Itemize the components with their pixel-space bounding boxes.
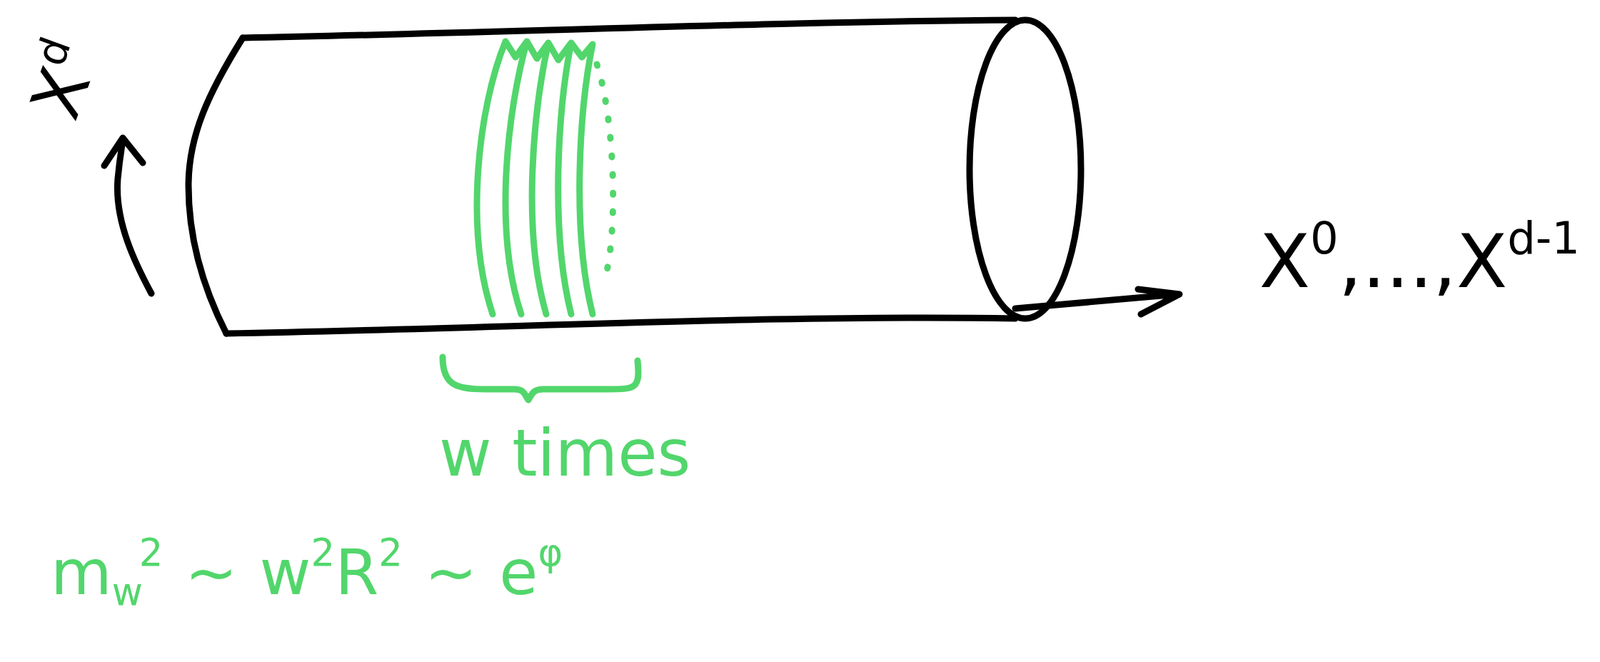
label-text: ~ <box>424 535 478 610</box>
label-text: R <box>334 535 379 610</box>
label-text: m <box>50 535 113 610</box>
label-text: w <box>259 535 312 610</box>
label-text: d-1 <box>1507 212 1581 265</box>
winding-mass-formula: mw2~w2R2~eφ <box>50 531 563 613</box>
label-text: ,..., <box>1338 217 1457 305</box>
winding-string <box>476 41 593 315</box>
cylinder-bottom <box>226 317 1016 334</box>
label-text: 2 <box>378 530 403 575</box>
label-text: w times <box>439 415 691 491</box>
noncompact-coordinates-label: X0,...,Xd-1 <box>1259 214 1581 303</box>
label-text: e <box>499 535 538 610</box>
circle-direction-arrow <box>104 137 152 294</box>
label-text: w <box>112 569 143 614</box>
label-text: 0 <box>1310 212 1339 265</box>
label-text: X <box>1259 217 1311 305</box>
cylinder-left-end <box>188 37 243 334</box>
label-text: 2 <box>311 530 336 575</box>
label-text: X <box>1456 217 1508 305</box>
brace <box>442 356 639 400</box>
axis-arrow <box>1015 289 1180 315</box>
label-text: φ <box>537 530 563 575</box>
compact-coordinate-label: Xd <box>12 31 115 128</box>
cylinder-top <box>242 19 1016 38</box>
label-text: ~ <box>184 535 238 610</box>
winding-count-label: w times <box>439 417 691 489</box>
label-text: 2 <box>139 530 164 575</box>
winding-back <box>596 64 614 283</box>
cylinder-right-end <box>969 19 1081 319</box>
